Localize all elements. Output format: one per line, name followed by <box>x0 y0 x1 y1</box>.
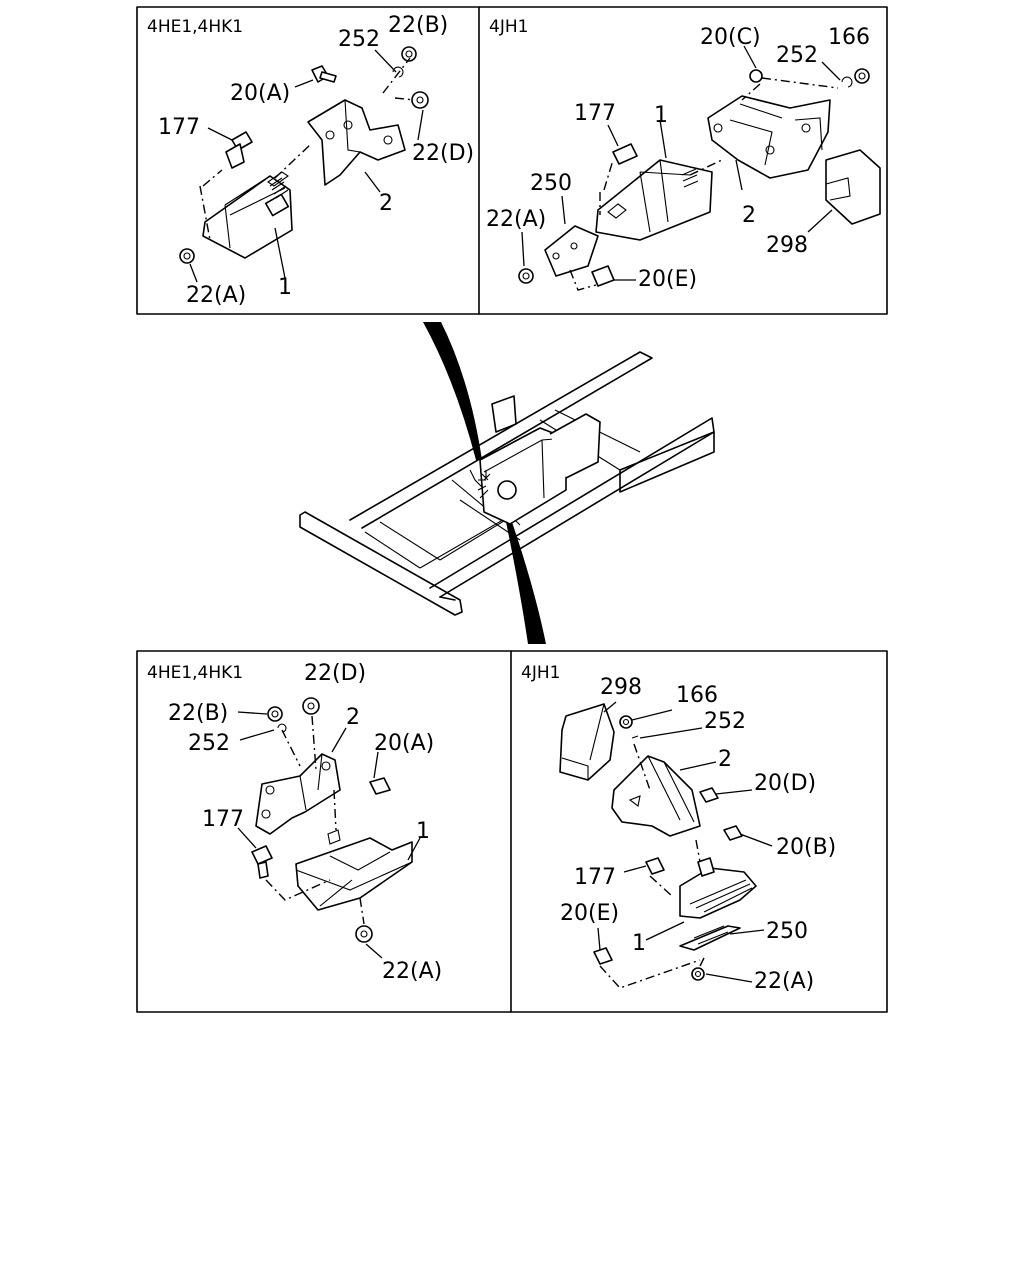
top-right-assembly <box>518 45 881 291</box>
bolt-20e <box>593 947 613 965</box>
bolt-20e <box>591 265 615 287</box>
callout-252-top-left: 252 <box>338 27 380 52</box>
panel-frames <box>136 6 888 1013</box>
callout-22d-top-left: 22(D) <box>412 141 474 166</box>
callout-20a-bottom-left: 20(A) <box>374 731 434 756</box>
nut-22d <box>411 91 429 109</box>
pointer-to-bottom-panel <box>506 522 546 644</box>
bottom-left-assembly <box>237 697 421 959</box>
bracket-part <box>255 753 341 835</box>
cover-298 <box>825 149 881 225</box>
mount-location <box>497 480 517 500</box>
bolt-20c <box>749 69 763 83</box>
callout-177-bottom-left: 177 <box>202 807 244 832</box>
callout-20b-bottom-right: 20(B) <box>776 835 836 860</box>
callout-20c-top-right: 20(C) <box>700 25 761 50</box>
callout-20e-top-right: 20(E) <box>638 267 697 292</box>
callout-252-top-right: 252 <box>776 43 818 68</box>
callout-22a-top-right: 22(A) <box>486 207 546 232</box>
washer-252 <box>277 723 287 733</box>
callout-20a-top-left: 20(A) <box>230 81 290 106</box>
callout-298-top-right: 298 <box>766 233 808 258</box>
nut-22d <box>302 697 320 715</box>
bolt-177 <box>612 143 638 165</box>
callout-177-bottom-right: 177 <box>574 865 616 890</box>
nut-166 <box>619 715 633 729</box>
callout-22b-top-left: 22(B) <box>388 13 448 38</box>
washer-252 <box>631 735 639 739</box>
callout-252-bottom-right: 252 <box>704 709 746 734</box>
callout-20d-bottom-right: 20(D) <box>754 771 816 796</box>
panel-header-top-left: 4HE1,4HK1 <box>147 17 243 37</box>
bottom-right-assembly <box>559 701 773 989</box>
callout-1-top-right: 1 <box>654 103 668 128</box>
callout-1-bottom-right: 1 <box>632 931 646 956</box>
callout-20e-bottom-right: 20(E) <box>560 901 619 926</box>
bolt-177 <box>645 857 665 875</box>
washer-252 <box>392 66 404 78</box>
engine-mount-part <box>679 867 757 919</box>
pointer-to-top-panel <box>423 322 482 460</box>
washer-252 <box>841 76 853 88</box>
bolt-20a <box>369 777 391 795</box>
nut-166 <box>854 68 870 84</box>
bracket-part <box>707 95 831 179</box>
callout-22a-top-left: 22(A) <box>186 283 246 308</box>
callout-22b-bottom-left: 22(B) <box>168 701 228 726</box>
callout-250-bottom-right: 250 <box>766 919 808 944</box>
engine-block <box>479 427 567 525</box>
engine-mount-part <box>295 837 413 911</box>
callout-250-top-right: 250 <box>530 171 572 196</box>
callout-2-bottom-right: 2 <box>718 747 732 772</box>
top-panel-frame <box>136 6 888 315</box>
panel-header-bottom-left: 4HE1,4HK1 <box>147 663 243 683</box>
engine-mount-part <box>595 159 713 241</box>
nut-22a <box>518 268 534 284</box>
callout-252-bottom-left: 252 <box>188 731 230 756</box>
callout-2-top-right: 2 <box>742 203 756 228</box>
callout-22d-bottom-left: 22(D) <box>304 661 366 686</box>
callout-1-bottom-left: 1 <box>416 819 430 844</box>
callout-166-top-right: 166 <box>828 25 870 50</box>
top-left-assembly <box>179 46 429 283</box>
nut-22a <box>179 248 195 264</box>
cover-298 <box>559 703 615 781</box>
nut-22b <box>267 706 283 722</box>
panel-header-top-right: 4JH1 <box>489 17 528 37</box>
callout-22a-bottom-left: 22(A) <box>382 959 442 984</box>
transmission <box>549 413 601 479</box>
insulator-250 <box>544 225 599 277</box>
insulator-250 <box>679 925 741 951</box>
callout-2-bottom-left: 2 <box>346 705 360 730</box>
callout-177-top-left: 177 <box>158 115 200 140</box>
bolt-20d <box>699 787 719 803</box>
bolt-177 <box>251 845 273 865</box>
panel-header-bottom-right: 4JH1 <box>521 663 560 683</box>
nut-22a <box>355 925 373 943</box>
bracket-part <box>307 99 406 186</box>
callout-177-top-right: 177 <box>574 101 616 126</box>
callout-2-top-left: 2 <box>379 191 393 216</box>
bottom-panel-frame <box>136 650 888 1013</box>
nut-22b <box>401 46 417 62</box>
nut-22a <box>691 967 705 981</box>
callout-166-bottom-right: 166 <box>676 683 718 708</box>
front-cross-member <box>299 511 463 616</box>
callout-1-top-left: 1 <box>278 275 292 300</box>
chassis-frame-illustration <box>299 322 715 644</box>
callout-298-bottom-right: 298 <box>600 675 642 700</box>
bolt-20b <box>723 825 743 841</box>
callout-22a-bottom-right: 22(A) <box>754 969 814 994</box>
air-intake <box>491 395 517 433</box>
